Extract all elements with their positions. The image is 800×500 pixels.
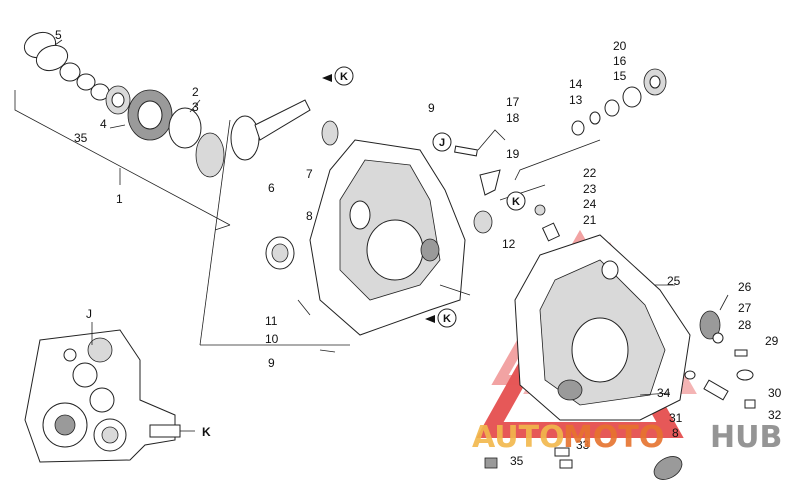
callout-27: 27: [738, 301, 752, 315]
callout-35: 35: [74, 131, 88, 145]
svg-text:K: K: [340, 71, 348, 83]
ref-marker-k-bottom: K: [425, 308, 457, 328]
callout-23: 23: [583, 182, 597, 196]
callout-3: 3: [192, 100, 199, 114]
watermark-moto: MOTO: [563, 420, 664, 455]
callout-31: 31: [669, 411, 683, 425]
svg-text:J: J: [439, 137, 445, 149]
callout-1: 1: [116, 192, 123, 206]
transmission-case-left: [199, 119, 506, 353]
transmission-case-right: [484, 184, 756, 480]
callout-K: K: [202, 425, 211, 439]
callout-30: 30: [768, 386, 782, 400]
callout-9: 9: [428, 101, 435, 115]
callout-7: 7: [306, 167, 313, 181]
callout-6: 6: [268, 181, 275, 195]
watermark-hub: HUB: [710, 420, 782, 455]
callout-34: 34: [657, 386, 671, 400]
callout-12: 12: [502, 237, 516, 251]
callout-18: 18: [506, 111, 520, 125]
front-output-assembly: [14, 31, 311, 231]
callout-J: J: [86, 307, 92, 321]
svg-text:K: K: [443, 313, 451, 325]
callout-22: 22: [583, 166, 597, 180]
callout-8: 8: [672, 426, 679, 440]
callout-20: 20: [613, 39, 627, 53]
callout-15: 15: [613, 69, 627, 83]
callout-2: 2: [192, 85, 199, 99]
callout-13: 13: [569, 93, 583, 107]
callout-32: 32: [768, 408, 782, 422]
ref-marker-k-center: K: [506, 191, 526, 211]
watermark-auto: AUTO: [472, 420, 565, 455]
callout-4: 4: [100, 117, 107, 131]
callout-21: 21: [583, 213, 597, 227]
callout-33: 33: [576, 438, 590, 452]
callout-24: 24: [583, 197, 597, 211]
callout-labels: 5 2 3 4 35 1 9 7 6 8 11 10 9 17 18 19 12…: [55, 28, 782, 468]
callout-9: 9: [268, 356, 275, 370]
callout-16: 16: [613, 54, 627, 68]
callout-17: 17: [506, 95, 520, 109]
callout-29: 29: [765, 334, 779, 348]
callout-26: 26: [738, 280, 752, 294]
callout-35: 35: [510, 454, 524, 468]
assembled-reference-view: [24, 322, 195, 463]
callout-14: 14: [569, 77, 583, 91]
ref-marker-j-center: J: [432, 132, 452, 152]
callout-25: 25: [667, 274, 681, 288]
callout-28: 28: [738, 318, 752, 332]
callout-10: 10: [265, 332, 279, 346]
watermark-text: AUTO MOTO HUB: [472, 420, 782, 455]
callout-19: 19: [506, 147, 520, 161]
callout-8: 8: [306, 209, 313, 223]
callout-11: 11: [265, 314, 278, 328]
callout-5: 5: [55, 28, 62, 42]
shift-shaft-parts: [514, 68, 667, 181]
ref-marker-k-top: K: [322, 66, 354, 86]
svg-text:K: K: [512, 196, 520, 208]
